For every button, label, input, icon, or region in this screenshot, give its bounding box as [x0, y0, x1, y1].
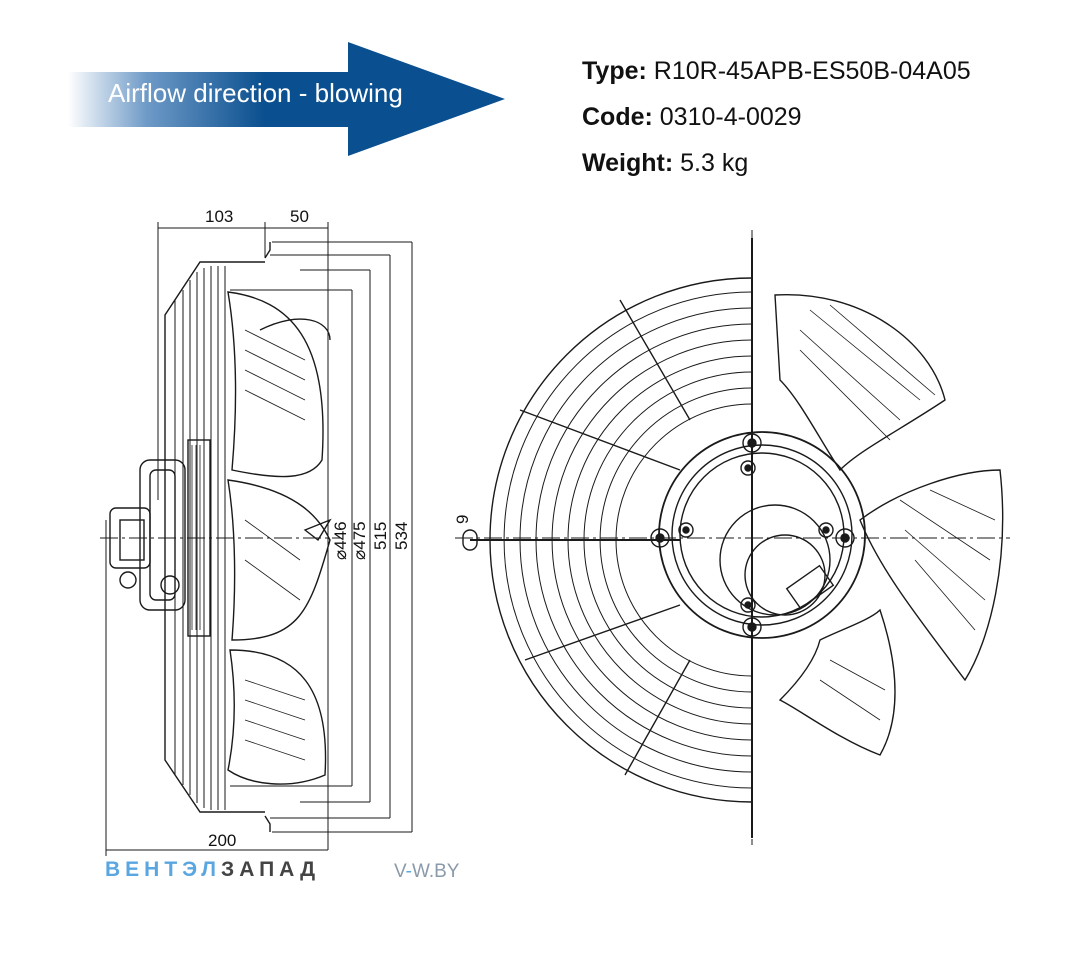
spec-code: Code: 0310-4-0029 — [582, 94, 971, 140]
side-view — [100, 242, 340, 832]
dim-9: 9 — [453, 515, 472, 524]
spec-block: Type: R10R-45APB-ES50B-04A05 Code: 0310-… — [582, 48, 971, 186]
airflow-label: Airflow direction - blowing — [108, 78, 403, 108]
site-pre: V — [394, 861, 406, 882]
side-dimensions — [105, 222, 413, 856]
airflow-arrow — [68, 42, 505, 156]
dim-200: 200 — [208, 831, 236, 850]
dim-515: 515 — [371, 522, 390, 550]
spec-type-key: Type: — [582, 57, 647, 85]
site-post: W.BY — [411, 861, 460, 882]
dim-534: 534 — [392, 522, 411, 550]
dim-50: 50 — [290, 207, 309, 226]
brand-part1: ВЕНТЭЛ — [105, 858, 222, 881]
brand-part2: ЗАПАД — [221, 858, 321, 881]
brand-logo: ВЕНТЭЛЗАПАД — [105, 858, 320, 882]
site-dash: - — [405, 861, 412, 882]
spec-type-value: R10R-45APB-ES50B-04A05 — [653, 57, 971, 85]
front-view — [455, 230, 1010, 845]
spec-code-key: Code: — [582, 103, 653, 131]
dim-446: ⌀446 — [331, 521, 350, 560]
dim-475: ⌀475 — [350, 521, 369, 560]
spec-weight: Weight: 5.3 kg — [582, 140, 971, 186]
site-link[interactable]: V-W.BY — [394, 861, 459, 883]
spec-weight-value: 5.3 kg — [680, 149, 749, 177]
spec-type: Type: R10R-45APB-ES50B-04A05 — [582, 48, 971, 94]
spec-code-value: 0310-4-0029 — [659, 103, 802, 131]
dim-103: 103 — [205, 207, 233, 226]
spec-weight-key: Weight: — [582, 149, 674, 177]
